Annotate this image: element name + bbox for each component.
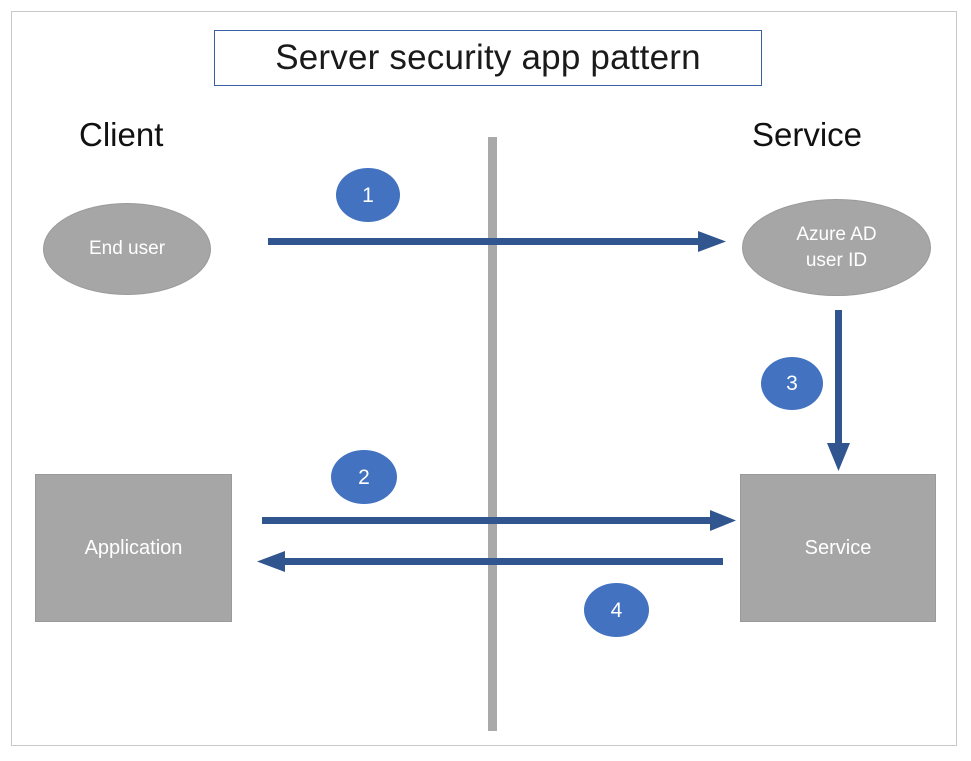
- node-application-label: Application: [84, 536, 183, 559]
- node-azure-ad-line1: Azure AD: [796, 223, 877, 245]
- node-end-user: End user: [43, 203, 211, 295]
- step-badge-4-label: 4: [610, 598, 623, 622]
- step-badge-4: 4: [584, 583, 649, 637]
- column-heading-service: Service: [752, 116, 863, 153]
- step-badge-1-label: 1: [362, 183, 374, 207]
- column-heading-client: Client: [79, 116, 164, 153]
- title-box: Server security app pattern: [214, 30, 762, 86]
- client-service-divider: [488, 137, 497, 731]
- step-badge-3-label: 3: [786, 372, 798, 395]
- step-badge-2-label: 2: [358, 465, 370, 489]
- node-service: Service: [740, 474, 936, 622]
- node-azure-ad-user-id-label: Azure AD user ID: [796, 222, 876, 274]
- page-title: Server security app pattern: [275, 38, 701, 77]
- node-azure-ad-line2: user ID: [805, 249, 868, 271]
- node-service-label: Service: [804, 536, 872, 559]
- node-azure-ad-user-id: Azure AD user ID: [742, 199, 931, 296]
- slide-frame: [11, 11, 957, 746]
- step-badge-3: 3: [761, 357, 823, 410]
- step-badge-2: 2: [331, 450, 397, 504]
- node-application: Application: [35, 474, 232, 622]
- node-end-user-label: End user: [88, 238, 166, 259]
- step-badge-1: 1: [336, 168, 400, 222]
